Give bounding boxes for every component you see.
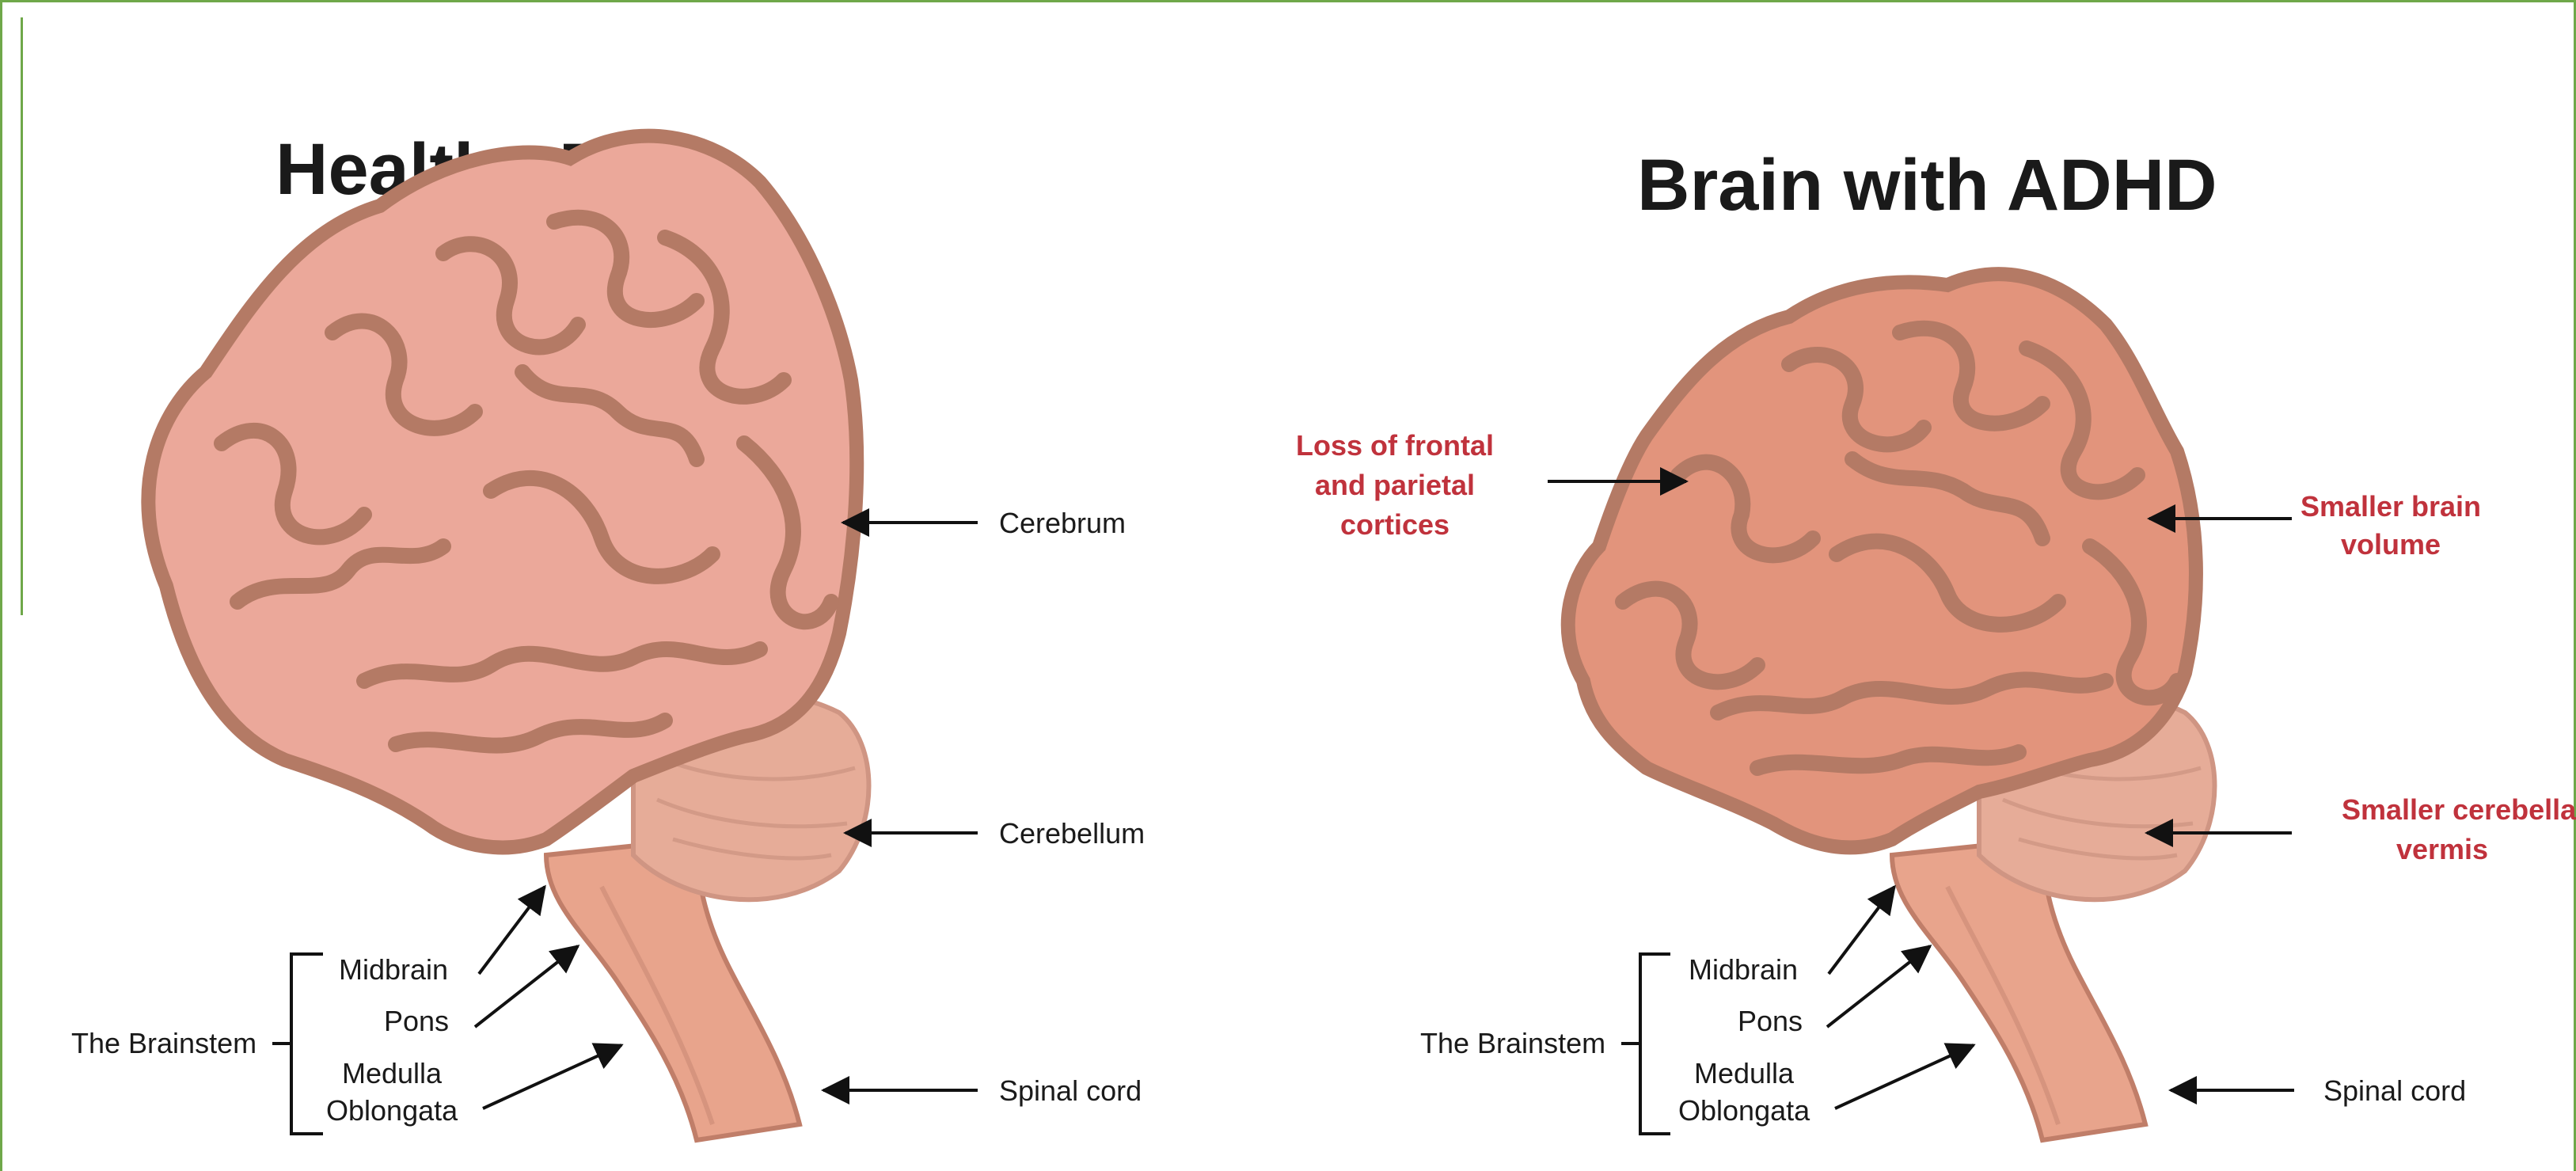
adhd-midbrain-arrow [1829,887,1894,974]
brainstem-label: The Brainstem [71,1027,256,1059]
vermis-label-line1: Smaller cerebellar [2342,793,2576,826]
adhd-brainstem-bracket [1640,954,1670,1134]
cerebellum-label: Cerebellum [999,817,1145,850]
adhd-brain-illustration [1568,274,2215,1140]
adhd-midbrain-label: Midbrain [1689,953,1798,986]
adhd-medulla-arrow [1835,1045,1974,1108]
healthy-brain-illustration [148,136,868,1140]
midbrain-label: Midbrain [339,953,448,986]
adhd-medulla-label-line1: Medulla [1694,1057,1795,1089]
frontal-label-line3: cortices [1340,508,1449,541]
frontal-label-line2: and parietal [1315,469,1475,501]
medulla-label-line1: Medulla [342,1057,443,1089]
spinal-cord-label: Spinal cord [999,1074,1142,1107]
cerebrum-label: Cerebrum [999,507,1126,539]
adhd-medulla-label-line2: Oblongata [1678,1094,1810,1127]
adhd-brain-title: Brain with ADHD [1637,145,2217,226]
medulla-arrow [483,1045,621,1108]
adhd-pons-arrow [1827,946,1930,1027]
volume-label-line2: volume [2341,528,2441,561]
adhd-spinal-cord-label: Spinal cord [2323,1074,2466,1107]
adhd-brainstem-label: The Brainstem [1420,1027,1605,1059]
medulla-label-line2: Oblongata [326,1094,458,1127]
volume-label-line1: Smaller brain [2301,490,2481,523]
vermis-label-line2: vermis [2396,833,2488,865]
frontal-label-line1: Loss of frontal [1296,429,1494,462]
adhd-pons-label: Pons [1738,1005,1803,1037]
brainstem-bracket [291,954,323,1134]
midbrain-arrow [479,887,545,974]
pons-label: Pons [384,1005,449,1037]
